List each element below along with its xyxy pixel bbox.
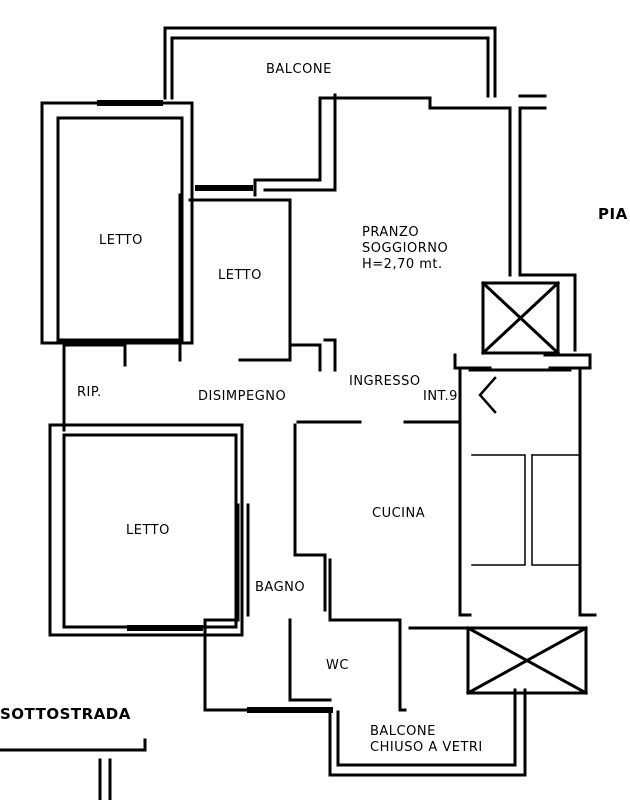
room-label-ingresso: INGRESSO	[349, 374, 421, 389]
room-label-balcone-top: BALCONE	[266, 62, 332, 77]
pranzo-line1: PRANZO	[362, 225, 420, 240]
entrance-arrow	[478, 376, 497, 414]
letto-3-outer	[48, 423, 244, 637]
letto-2-walls-b	[188, 198, 292, 362]
balcone-top-outline	[163, 26, 497, 100]
wc-walls	[288, 618, 332, 702]
right-column-b	[518, 106, 577, 352]
stair-wall-right	[578, 368, 597, 617]
room-label-wc: WC	[326, 658, 349, 673]
pranzo-top-wall-b	[263, 93, 337, 192]
room-label-letto-2: LETTO	[218, 268, 262, 283]
pranzo-top-wall	[253, 96, 432, 197]
edge-label-right: PIA	[598, 205, 628, 223]
letto-1-inner	[56, 116, 184, 342]
elevator-shaft-top	[481, 281, 560, 355]
room-label-bagno: BAGNO	[255, 580, 306, 595]
balcone-bottom-line1: BALCONE	[370, 724, 436, 739]
balcone-bottom-line2: CHIUSO A VETRI	[370, 740, 483, 755]
balcone-chiuso-outline	[328, 688, 527, 777]
room-label-letto-3: LETTO	[126, 523, 170, 538]
room-label-balcone-chiuso: BALCONE CHIUSO A VETRI	[370, 724, 483, 756]
room-label-interno: INT.9	[423, 389, 458, 404]
letto-1-outer	[40, 101, 194, 345]
room-label-cucina: CUCINA	[372, 506, 426, 521]
room-label-rip: RIP.	[77, 385, 102, 400]
edge-label-sottostrada: SOTTOSTRADA	[0, 705, 131, 723]
right-column	[428, 96, 512, 277]
elevator-shaft-bottom	[466, 626, 588, 695]
stair-wall-left	[458, 368, 472, 617]
room-label-disimpegno: DISIMPEGNO	[198, 389, 287, 404]
pranzo-height: H=2,70 mt.	[362, 257, 443, 272]
room-label-letto-1: LETTO	[99, 233, 143, 248]
rip-wall	[62, 343, 127, 367]
balcone-top-inner	[170, 36, 490, 100]
cucina-wall	[293, 423, 327, 612]
room-label-pranzo-soggiorno: PRANZO SOGGIORNO H=2,70 mt.	[362, 225, 448, 273]
pranzo-line2: SOGGIORNO	[362, 241, 449, 256]
